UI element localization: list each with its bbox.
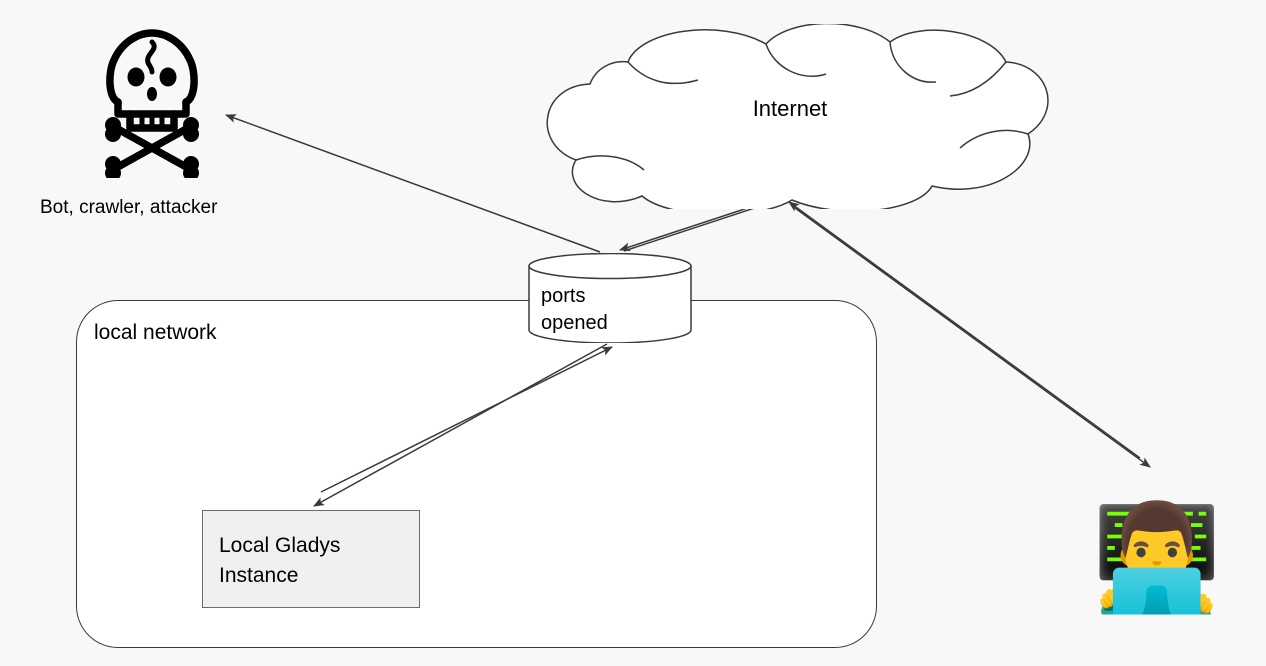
internet-cloud[interactable] — [520, 24, 1060, 209]
man-technologist-emoji: 👨‍💻 — [1092, 500, 1222, 616]
internet-label: Internet — [752, 96, 828, 121]
local-gladys-instance-box[interactable]: Local Gladys Instance — [202, 510, 420, 608]
cloud-icon — [546, 24, 1049, 209]
edge-ports-to-gladys — [313, 343, 608, 507]
edge-user-to-internet — [788, 201, 1141, 459]
cylinder-top-icon — [528, 253, 692, 280]
edge-internet-to-user — [794, 207, 1151, 468]
local-network-label: local network — [94, 321, 217, 344]
attacker-label: Bot, crawler, attacker — [40, 197, 218, 218]
edge-gladys-to-ports — [320, 346, 613, 493]
edge-ports-to-attacker — [225, 114, 601, 253]
cloud-inner-scallops — [575, 41, 1029, 171]
skull-and-crossbones-icon — [100, 28, 204, 178]
cylinder-body-icon — [528, 265, 692, 343]
ports-opened-label: ports opened — [541, 285, 608, 334]
local-gladys-instance-label: Local Gladys Instance — [219, 534, 341, 587]
ports-opened-cylinder[interactable] — [527, 253, 693, 343]
